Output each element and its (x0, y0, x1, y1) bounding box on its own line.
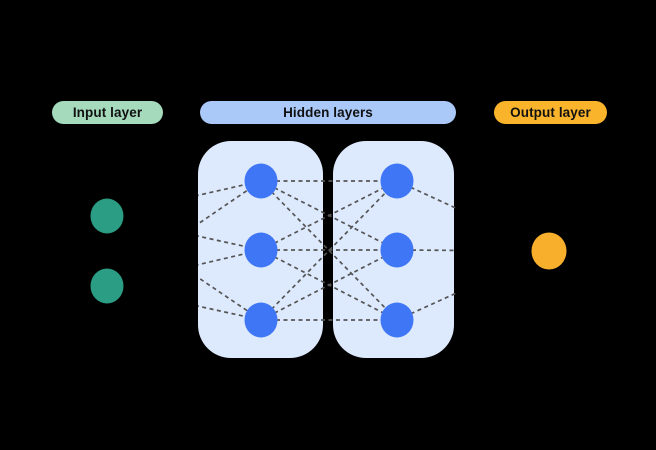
connection-line (260, 180, 398, 251)
connection-line (260, 180, 398, 321)
hidden1-node-3 (244, 302, 278, 338)
hidden2-node-3 (380, 302, 414, 338)
connection-line (260, 180, 398, 321)
connection-lines (198, 180, 456, 321)
output-node-group (531, 232, 567, 270)
connection-line (198, 305, 262, 321)
input-nodes (90, 198, 124, 304)
hidden2-node-2 (380, 232, 414, 268)
hidden1-node-2 (244, 232, 278, 268)
connection-line (198, 235, 262, 251)
input-node-2 (90, 268, 124, 304)
output-node-1 (531, 232, 567, 270)
connection-line (396, 249, 456, 252)
hidden2-node-1 (380, 163, 414, 199)
hidden1-node-1 (244, 163, 278, 199)
connection-line (260, 249, 398, 321)
input-node-1 (90, 198, 124, 234)
hidden-nodes (244, 163, 414, 338)
